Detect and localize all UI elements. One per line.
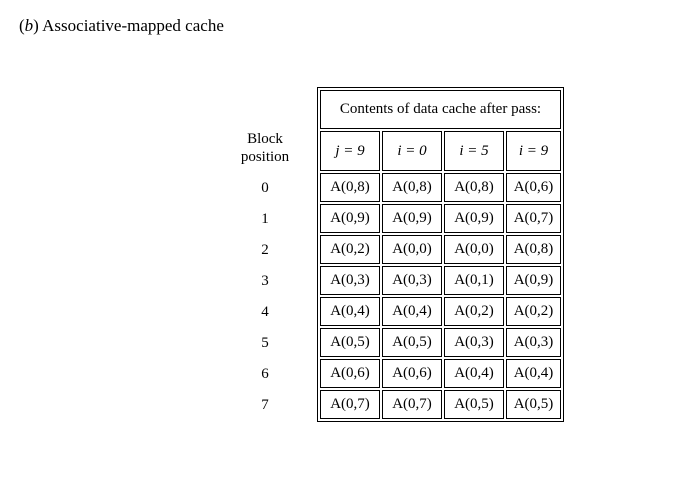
table-cell: A(0,4)	[382, 297, 442, 326]
block-position-line2: position	[240, 149, 290, 165]
block-position-7: 7	[261, 397, 269, 413]
block-position-6: 6	[261, 366, 269, 382]
table-cell: A(0,8)	[382, 173, 442, 202]
table-cell: A(0,0)	[444, 235, 504, 264]
table-cell: A(0,8)	[444, 173, 504, 202]
block-position-line1: Block	[247, 131, 283, 147]
table-cell: A(0,6)	[320, 359, 380, 388]
table-title: Contents of data cache after pass:	[320, 90, 561, 129]
col-header-j9: j = 9	[320, 131, 380, 171]
caption-letter: b	[24, 16, 34, 35]
table-cell: A(0,0)	[382, 235, 442, 264]
table-cell: A(0,3)	[382, 266, 442, 295]
table-cell: A(0,5)	[382, 328, 442, 357]
table-cell: A(0,8)	[506, 235, 561, 264]
table-cell: A(0,7)	[320, 390, 380, 419]
block-position-0: 0	[261, 180, 269, 196]
table-cell: A(0,2)	[320, 235, 380, 264]
table-row: A(0,8) A(0,8) A(0,8) A(0,6)	[320, 173, 561, 202]
table-row: A(0,9) A(0,9) A(0,9) A(0,7)	[320, 204, 561, 233]
table-cell: A(0,7)	[506, 204, 561, 233]
table-cell: A(0,7)	[382, 390, 442, 419]
table-cell: A(0,2)	[444, 297, 504, 326]
block-position-1: 1	[261, 211, 269, 227]
table-cell: A(0,9)	[444, 204, 504, 233]
table-cell: A(0,5)	[320, 328, 380, 357]
table-cell: A(0,9)	[382, 204, 442, 233]
caption-text: ) Associative-mapped cache	[33, 16, 224, 35]
table-cell: A(0,5)	[444, 390, 504, 419]
block-position-4: 4	[261, 304, 269, 320]
col-header-i9: i = 9	[506, 131, 561, 171]
table-row: A(0,6) A(0,6) A(0,4) A(0,4)	[320, 359, 561, 388]
block-position-2: 2	[261, 242, 269, 258]
table-cell: A(0,5)	[506, 390, 561, 419]
caption-paren-open: (	[19, 16, 25, 35]
col-header-i5: i = 5	[444, 131, 504, 171]
table-cell: A(0,8)	[320, 173, 380, 202]
table-title-row: Contents of data cache after pass:	[320, 90, 561, 129]
block-position-3: 3	[261, 273, 269, 289]
table-cell: A(0,4)	[320, 297, 380, 326]
table-cell: A(0,9)	[506, 266, 561, 295]
figure-caption: (b) Associative-mapped cache	[19, 16, 224, 36]
table-row: A(0,2) A(0,0) A(0,0) A(0,8)	[320, 235, 561, 264]
table-cell: A(0,3)	[320, 266, 380, 295]
table-row: A(0,3) A(0,3) A(0,1) A(0,9)	[320, 266, 561, 295]
table-cell: A(0,1)	[444, 266, 504, 295]
table-cell: A(0,4)	[444, 359, 504, 388]
cache-contents-table: Contents of data cache after pass: j = 9…	[317, 87, 564, 422]
col-header-i0: i = 0	[382, 131, 442, 171]
block-position-values: 0 1 2 3 4 5 6 7	[225, 173, 305, 421]
table-cell: A(0,6)	[506, 173, 561, 202]
table-cell: A(0,2)	[506, 297, 561, 326]
block-position-5: 5	[261, 335, 269, 351]
table-cell: A(0,9)	[320, 204, 380, 233]
table-row: A(0,5) A(0,5) A(0,3) A(0,3)	[320, 328, 561, 357]
table-row: A(0,7) A(0,7) A(0,5) A(0,5)	[320, 390, 561, 419]
block-position-label: Block position	[225, 130, 305, 170]
table-cell: A(0,3)	[506, 328, 561, 357]
table-cell: A(0,4)	[506, 359, 561, 388]
table-cell: A(0,6)	[382, 359, 442, 388]
table-cell: A(0,3)	[444, 328, 504, 357]
table-row: A(0,4) A(0,4) A(0,2) A(0,2)	[320, 297, 561, 326]
table-header-row: j = 9 i = 0 i = 5 i = 9	[320, 131, 561, 171]
